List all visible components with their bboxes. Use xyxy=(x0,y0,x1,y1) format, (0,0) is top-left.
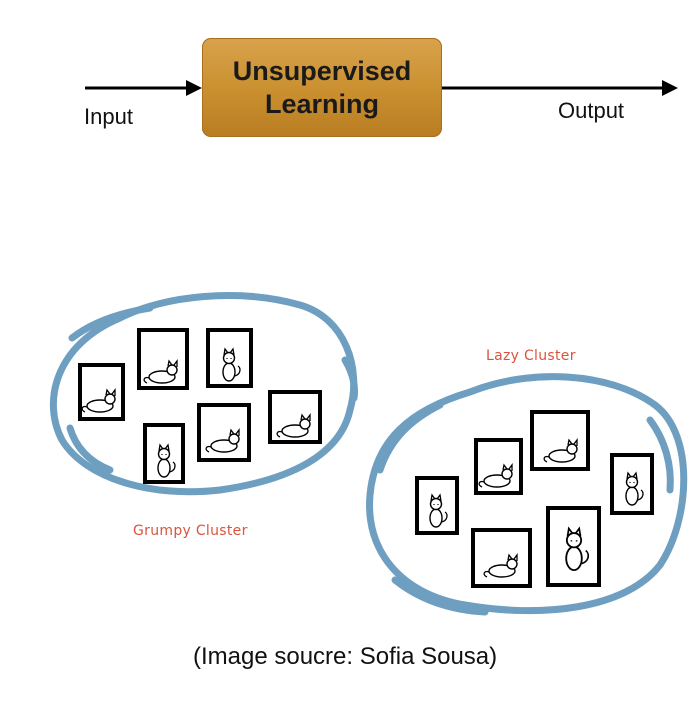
grumpy-cat-frame xyxy=(143,423,185,484)
output-label: Output xyxy=(558,98,625,123)
image-caption: (Image soucre: Sofia Sousa) xyxy=(193,643,498,670)
lazy-cluster-outline xyxy=(366,373,688,616)
lazy-cat-frame xyxy=(474,438,523,495)
process-label-line1: Unsupervised xyxy=(232,55,412,86)
process-label-line2: Learning xyxy=(264,88,379,119)
unsupervised-learning-box: Unsupervised Learning xyxy=(202,38,442,137)
grumpy-cluster-label: Grumpy Cluster xyxy=(133,523,248,539)
input-label: Input xyxy=(84,104,133,129)
grumpy-cat-frame xyxy=(268,390,322,444)
lazy-cat-frame xyxy=(415,476,459,535)
grumpy-cluster-outline xyxy=(49,292,358,496)
lazy-cat-frame xyxy=(471,528,532,588)
lazy-cat-frame xyxy=(530,410,590,471)
lazy-cat-frame xyxy=(610,453,654,515)
output-arrow xyxy=(442,80,678,96)
grumpy-cat-frame xyxy=(206,328,253,388)
flow-diagram xyxy=(85,80,678,96)
input-arrow xyxy=(85,80,202,96)
grumpy-cat-frame xyxy=(137,328,189,390)
grumpy-cat-frame xyxy=(78,363,125,421)
grumpy-cat-frame xyxy=(197,403,251,462)
lazy-cluster-label: Lazy Cluster xyxy=(486,348,576,364)
lazy-cat-frame xyxy=(546,506,601,587)
